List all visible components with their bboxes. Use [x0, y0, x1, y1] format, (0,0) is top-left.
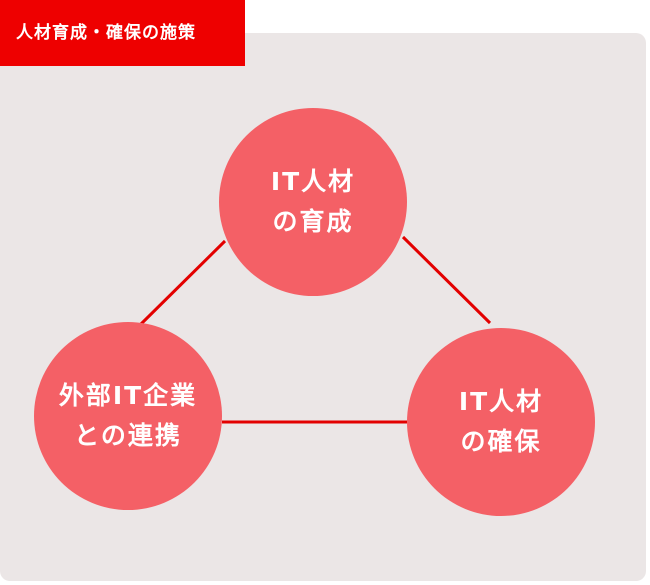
- section-title: 人材育成・確保の施策: [16, 23, 196, 43]
- section-title-tag: 人材育成・確保の施策: [0, 0, 245, 66]
- node-label-line2: の育成: [272, 207, 354, 236]
- connector-top-left: [138, 239, 227, 327]
- node-label-line2: の確保: [460, 427, 542, 456]
- node-external-it-partnership: 外部IT企業 との連携: [34, 322, 222, 510]
- connector-top-right: [401, 235, 492, 325]
- node-label-line2: との連携: [74, 421, 182, 450]
- node-label-line1: IT人材: [458, 387, 544, 416]
- node-it-talent-development: IT人材 の育成: [219, 108, 407, 296]
- node-label-line1: IT人材: [270, 167, 356, 196]
- node-it-talent-acquisition: IT人材 の確保: [407, 328, 595, 516]
- node-label-line1: 外部IT企業: [58, 381, 198, 410]
